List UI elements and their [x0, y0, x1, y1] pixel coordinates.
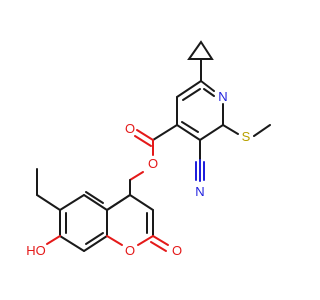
- bond-c7-c8: [59, 235, 85, 252]
- bond-py-c5-c6-double: [182, 88, 201, 101]
- lactone-ring-oxygen-label: O: [125, 243, 135, 258]
- bond-c2-o1: [137, 235, 154, 246]
- hydroxyl-label: HO: [26, 243, 46, 258]
- pyridine-nitrogen-label: N: [218, 89, 227, 104]
- bond-py-c6-n1: [200, 80, 215, 92]
- ester-oxygen-label: O: [148, 156, 158, 171]
- bond-c4a-c5-double: [85, 191, 104, 204]
- bond-py-c6-n1-double: [203, 88, 215, 97]
- molecule-structure: N S N O O O O HO: [26, 40, 271, 258]
- bond-c7-oh: [46, 235, 61, 245]
- nitrile-nitrogen-label: N: [195, 184, 204, 199]
- bond-c4-c3: [129, 194, 154, 211]
- bond-c5-c6: [59, 194, 85, 211]
- bond-c4-c4a: [106, 194, 131, 211]
- sulfur-label: S: [242, 129, 251, 144]
- bond-c2-o-carbonyl-1: [152, 235, 169, 246]
- bond-c8-c8a: [83, 235, 108, 252]
- bond-c6-ethyl: [36, 194, 61, 211]
- bond-c4a-c5: [83, 194, 108, 211]
- bond-c8-c8a-double: [85, 232, 104, 245]
- bond-s-ch3: [253, 124, 271, 137]
- bond-py-c2-c3: [199, 124, 224, 141]
- bond-py-c3-c4-double: [181, 121, 199, 133]
- cyclopropyl-ring: [187, 40, 214, 60]
- bond-layer: [36, 40, 271, 252]
- bond-o1-c8a: [106, 235, 123, 246]
- bond-ester-c-o-double-1: [136, 129, 154, 141]
- ester-carbonyl-oxygen-label: O: [125, 121, 135, 136]
- bond-ester-c-o-double-2: [134, 135, 152, 147]
- bond-c2-s: [222, 124, 239, 135]
- bond-c2-o-carbonyl-2: [150, 241, 167, 252]
- bond-py-c5-c6: [176, 80, 202, 98]
- atom-label-layer: N S N O O O O HO: [26, 89, 250, 258]
- bond-ester-o-ch2: [129, 171, 144, 181]
- bond-py-c3-c4: [176, 124, 201, 141]
- lactone-carbonyl-oxygen-label: O: [172, 243, 182, 258]
- bond-c4-ester-c: [152, 124, 178, 141]
